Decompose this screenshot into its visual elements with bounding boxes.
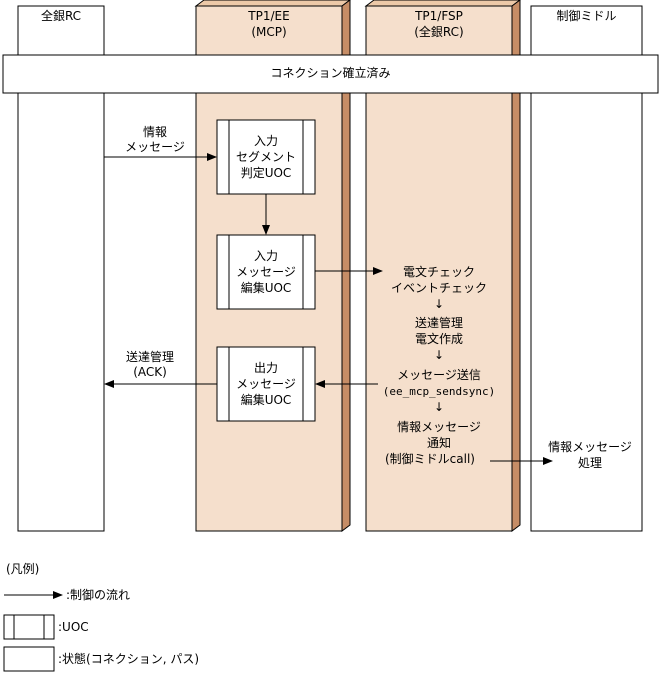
fsp-notify-line2: 通知 <box>426 436 451 450</box>
lane-title-zengin-rc: 全銀RC <box>40 9 82 23</box>
middle-process-line2: 処理 <box>577 456 602 470</box>
legend-state-label: :状態(コネクション, パス) <box>58 652 200 666</box>
uoc-output-message <box>216 346 316 422</box>
fsp-arrow2: ↓ <box>433 348 445 362</box>
lane-title-tp1-ee: TP1/EE <box>248 9 290 23</box>
lane-subtitle-tp1-fsp: (全銀RC) <box>414 25 464 39</box>
connection-banner <box>2 54 659 94</box>
ack-label-line2: (ACK) <box>133 365 167 379</box>
uoc-input-message-line3: 編集UOC <box>240 281 292 295</box>
fsp-check-line1: 電文チェック <box>402 265 475 279</box>
uoc-input-segment-line3: 判定UOC <box>240 166 292 180</box>
middle-process-line1: 情報メッセージ <box>548 440 632 454</box>
ack-label-line1: 送達管理 <box>125 350 174 364</box>
legend-uoc-label: :UOC <box>58 620 89 634</box>
fsp-send-line1: メッセージ送信 <box>397 368 481 382</box>
legend-control-flow-label: :制御の流れ <box>66 588 131 602</box>
uoc-input-segment <box>216 119 316 195</box>
uoc-input-message <box>216 234 316 310</box>
uoc-input-message-line2: メッセージ <box>236 265 296 279</box>
uoc-input-segment-line2: セグメント <box>235 150 296 164</box>
fsp-manage-line1: 送達管理 <box>414 316 463 330</box>
uoc-output-message-line1: 出力 <box>253 361 278 375</box>
legend-title: (凡例) <box>6 562 40 576</box>
fsp-send-line2: (ee_mcp_sendsync) <box>382 385 496 398</box>
fsp-notify-line3: (制御ミドルcall) <box>385 452 475 466</box>
lane-subtitle-tp1-ee: (MCP) <box>251 25 287 39</box>
fsp-arrow1: ↓ <box>433 297 445 311</box>
info-message-label-line2: メッセージ <box>125 140 185 154</box>
fsp-check-line2: イベントチェック <box>390 281 487 295</box>
uoc-input-segment-line1: 入力 <box>253 134 278 148</box>
info-message-label-line1: 情報 <box>142 125 167 139</box>
uoc-output-message-line3: 編集UOC <box>240 393 292 407</box>
legend-state-shape <box>3 646 55 672</box>
legend-uoc-shape <box>3 614 55 640</box>
connection-banner-label: コネクション確立済み <box>270 66 391 80</box>
fsp-arrow3: ↓ <box>433 400 445 414</box>
fsp-manage-line2: 電文作成 <box>414 332 463 346</box>
uoc-output-message-line2: メッセージ <box>236 377 296 391</box>
uoc-input-message-line1: 入力 <box>253 249 278 263</box>
lane-title-middle: 制御ミドル <box>556 9 617 23</box>
fsp-notify-line1: 情報メッセージ <box>397 420 481 434</box>
lane-title-tp1-fsp: TP1/FSP <box>415 9 463 23</box>
